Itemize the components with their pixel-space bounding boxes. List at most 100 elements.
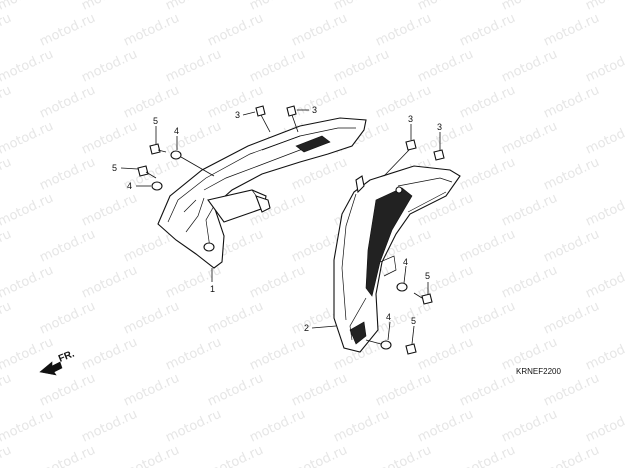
diagram-code: KRNEF2200 xyxy=(516,367,561,376)
watermark-text: motod.ru xyxy=(0,83,14,122)
part-2-right-shroud xyxy=(333,165,461,353)
watermark-text: motod.ru xyxy=(0,371,14,410)
watermark-text: motod.ru xyxy=(457,11,517,50)
watermark-text: motod.ru xyxy=(373,83,433,122)
watermark-text: motod.ru xyxy=(121,11,181,50)
watermark-text: motod.ru xyxy=(0,443,14,468)
watermark-text: motod.ru xyxy=(457,299,517,338)
part-1-left-shroud xyxy=(157,117,367,269)
watermark-text: motod.ru xyxy=(37,155,97,194)
watermark-text: motod.ru xyxy=(247,47,307,86)
watermark-text: motod.ru xyxy=(205,443,265,468)
watermark-text: motod.ru xyxy=(37,83,97,122)
watermark-text: motod.ru xyxy=(373,299,433,338)
watermark-text: motod.ru xyxy=(247,263,307,302)
watermark-text: motod.ru xyxy=(457,227,517,266)
watermark-text: motod.ru xyxy=(373,371,433,410)
watermark-text: motod.ru xyxy=(79,191,139,230)
watermark-text: motod.ru xyxy=(79,47,139,86)
watermark-text: motod.ru xyxy=(247,335,307,374)
callout-5: 5 xyxy=(153,116,158,126)
watermark-text: motod.ru xyxy=(37,11,97,50)
watermark-text: motod.ru xyxy=(37,299,97,338)
callout-1: 1 xyxy=(210,284,215,294)
watermark-text: motod.ru xyxy=(331,407,391,446)
watermark-text: motod.ru xyxy=(457,443,517,468)
watermark-text: motod.ru xyxy=(541,11,601,50)
watermark-text: motod.ru xyxy=(415,47,475,86)
watermark-text: motod.ru xyxy=(583,191,625,230)
watermark-text: motod.ru xyxy=(499,407,559,446)
watermark-text: motod.ru xyxy=(583,47,625,86)
callout-3: 3 xyxy=(437,122,442,132)
watermark-text: motod.ru xyxy=(457,371,517,410)
watermark-text: motod.ru xyxy=(415,335,475,374)
watermark-text: motod.ru xyxy=(499,47,559,86)
watermark-text: motod.ru xyxy=(121,83,181,122)
watermark-text: motod.ru xyxy=(0,191,56,230)
watermark-text: motod.ru xyxy=(121,299,181,338)
watermark-text: motod.ru xyxy=(499,191,559,230)
callout-2: 2 xyxy=(304,323,309,333)
watermark-text: motod.ru xyxy=(541,299,601,338)
watermark-text: motod.ru xyxy=(373,443,433,468)
callout-4: 4 xyxy=(386,312,391,322)
watermark-text: motod.ru xyxy=(79,119,139,158)
watermark-text: motod.ru xyxy=(415,119,475,158)
watermark-text: motod.ru xyxy=(0,0,56,14)
callout-5: 5 xyxy=(411,316,416,326)
watermark-text: motod.ru xyxy=(0,263,56,302)
watermark-text: motod.ru xyxy=(583,335,625,374)
watermark-text: motod.ru xyxy=(163,407,223,446)
watermark-text: motod.ru xyxy=(0,155,14,194)
watermark-text: motod.ru xyxy=(205,371,265,410)
watermark-text: motod.ru xyxy=(0,227,14,266)
watermark-text: motod.ru xyxy=(583,119,625,158)
watermark-text: motod.ru xyxy=(457,155,517,194)
callout-labels: 1 2 3 3 3 3 4 4 4 4 5 5 5 5 xyxy=(112,105,442,333)
watermark-text: motod.ru xyxy=(541,155,601,194)
watermark-text: motod.ru xyxy=(0,11,14,50)
watermark-text: motod.ru xyxy=(457,83,517,122)
watermark-text: motod.ru xyxy=(331,47,391,86)
watermark-text: motod.ru xyxy=(79,335,139,374)
watermark-text: motod.ru xyxy=(0,299,14,338)
watermark-text: motod.ru xyxy=(37,227,97,266)
watermark-text: motod.ru xyxy=(37,443,97,468)
callout-4: 4 xyxy=(127,181,132,191)
callout-3: 3 xyxy=(235,110,240,120)
watermark-text: motod.ru xyxy=(499,263,559,302)
watermark-text: motod.ru xyxy=(541,83,601,122)
watermark-text: motod.ru xyxy=(541,443,601,468)
callout-4: 4 xyxy=(403,257,408,267)
watermark-text: motod.ru xyxy=(583,407,625,446)
watermark-text: motod.ru xyxy=(163,47,223,86)
watermark-text: motod.ru xyxy=(541,371,601,410)
callout-4: 4 xyxy=(174,126,179,136)
watermark-text: motod.ru xyxy=(415,407,475,446)
watermark-text: motod.ru xyxy=(289,83,349,122)
watermark-text: motod.ru xyxy=(373,11,433,50)
watermark-text: motod.ru xyxy=(121,371,181,410)
watermark-text: motod.ru xyxy=(163,335,223,374)
watermark-text: motod.ru xyxy=(0,119,56,158)
watermark-text: motod.ru xyxy=(541,227,601,266)
watermark-text: motod.ru xyxy=(79,407,139,446)
watermark-text: motod.ru xyxy=(37,371,97,410)
watermark-text: motod.ru xyxy=(289,443,349,468)
callout-5: 5 xyxy=(425,271,430,281)
watermark-text: motod.ru xyxy=(0,407,56,446)
watermark-text: motod.ru xyxy=(247,407,307,446)
watermark-text: motod.ru xyxy=(163,263,223,302)
watermark-text: motod.ru xyxy=(79,263,139,302)
callout-3: 3 xyxy=(312,105,317,115)
leader-lines xyxy=(120,109,441,345)
callout-5: 5 xyxy=(112,163,117,173)
watermark-text: motod.ru xyxy=(499,119,559,158)
watermark-text: motod.ru xyxy=(205,11,265,50)
front-label: FR. xyxy=(57,348,76,364)
watermark-text: motod.ru xyxy=(583,263,625,302)
watermark-text: motod.ru xyxy=(0,47,56,86)
